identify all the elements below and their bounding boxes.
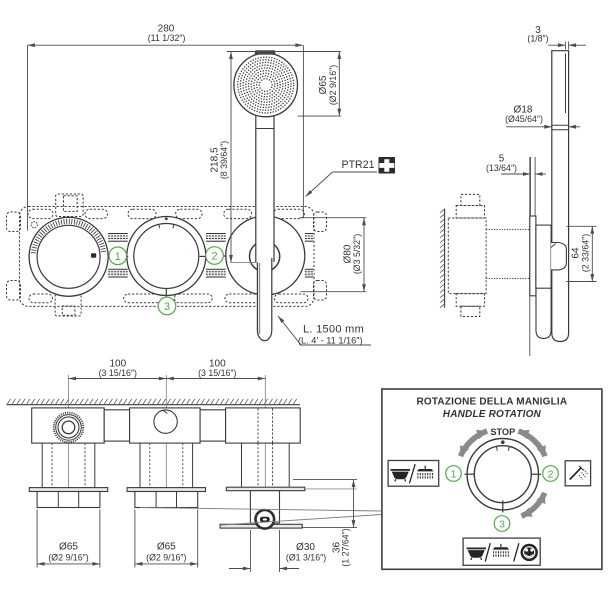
svg-text:Ø80: Ø80 <box>343 244 354 263</box>
svg-text:100: 100 <box>209 359 226 370</box>
svg-text:100: 100 <box>109 359 126 370</box>
svg-text:3: 3 <box>535 25 541 36</box>
svg-text:5: 5 <box>499 154 505 165</box>
svg-text:(Ø1 3/16″): (Ø1 3/16″) <box>286 553 326 563</box>
svg-text:PTR21: PTR21 <box>342 159 375 171</box>
svg-text:Ø30: Ø30 <box>296 542 315 553</box>
svg-text:Ø18: Ø18 <box>514 105 533 116</box>
svg-text:Ø65: Ø65 <box>157 542 176 553</box>
svg-text:280: 280 <box>158 24 175 35</box>
svg-text:(Ø3 5/32″): (Ø3 5/32″) <box>352 234 362 274</box>
svg-text:Ø65: Ø65 <box>318 75 329 94</box>
svg-text:(8 39/64″): (8 39/64″) <box>219 141 229 179</box>
svg-text:(13/64″): (13/64″) <box>486 163 517 173</box>
svg-text:(Ø2 9/16″): (Ø2 9/16″) <box>146 552 186 562</box>
svg-text:(1 27/64″): (1 27/64″) <box>340 528 350 566</box>
svg-text:(3 15/16″): (3 15/16″) <box>198 368 236 378</box>
svg-text:218,5: 218,5 <box>210 147 221 172</box>
svg-text:2: 2 <box>211 250 217 262</box>
svg-text:Ø65: Ø65 <box>59 542 78 553</box>
svg-text:(2 33/64″): (2 33/64″) <box>580 234 590 272</box>
svg-text:ROTAZIONE DELLA MANIGLIA: ROTAZIONE DELLA MANIGLIA <box>416 397 567 408</box>
svg-text:2: 2 <box>548 468 554 480</box>
svg-text:3: 3 <box>164 301 170 313</box>
svg-text:(L. 4’ - 11 1/16″): (L. 4’ - 11 1/16″) <box>298 336 363 346</box>
svg-text:L. 1500 mm: L. 1500 mm <box>303 324 364 336</box>
svg-text:36: 36 <box>332 542 343 554</box>
svg-text:(Ø2 9/16″): (Ø2 9/16″) <box>48 552 88 562</box>
svg-text:HANDLE ROTATION: HANDLE ROTATION <box>443 409 542 420</box>
svg-text:(3 15/16″): (3 15/16″) <box>99 368 137 378</box>
svg-text:64: 64 <box>571 247 582 259</box>
svg-text:3: 3 <box>499 518 505 530</box>
svg-text:(Ø45/64″): (Ø45/64″) <box>505 114 543 124</box>
svg-text:(11 1/32″): (11 1/32″) <box>148 33 186 43</box>
svg-text:(Ø2 9/16″): (Ø2 9/16″) <box>328 65 338 105</box>
svg-text:1: 1 <box>115 251 121 263</box>
svg-text:1: 1 <box>451 468 457 480</box>
svg-text:(1/8″): (1/8″) <box>527 34 548 44</box>
svg-text:STOP: STOP <box>490 427 515 437</box>
